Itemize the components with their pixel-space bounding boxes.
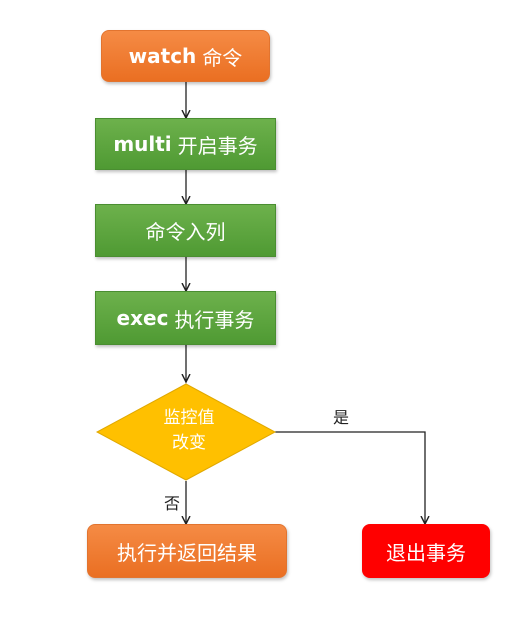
decision-label: 监控值 改变 [140, 406, 238, 456]
decision-label-line2: 改变 [172, 433, 206, 453]
exec-keyword: exec [116, 306, 169, 330]
no-edge-label: 否 [164, 494, 181, 513]
decision-diamond [95, 383, 277, 481]
yes-edge-label: 是 [333, 408, 350, 427]
exec-label: 执行事务 [174, 307, 255, 332]
watch-label: 命令 [202, 45, 243, 70]
execute-and-return-label: 执行并返回结果 [117, 540, 257, 565]
execute-and-return-node: 执行并返回结果 [87, 524, 287, 578]
exit-transaction-node: 退出事务 [362, 524, 490, 578]
multi-keyword: multi [113, 132, 172, 156]
watch-command-node: watch 命令 [101, 30, 270, 82]
decision-label-line1: 监控值 [163, 408, 215, 428]
arrow-decision-to-exit [275, 431, 425, 524]
enqueue-node: 命令入列 [95, 204, 276, 257]
multi-label: 开启事务 [177, 133, 258, 158]
watch-keyword: watch [128, 44, 197, 68]
multi-node: multi 开启事务 [95, 118, 276, 170]
enqueue-label: 命令入列 [145, 220, 226, 244]
exec-node: exec 执行事务 [95, 291, 276, 345]
exit-transaction-label: 退出事务 [386, 540, 466, 565]
